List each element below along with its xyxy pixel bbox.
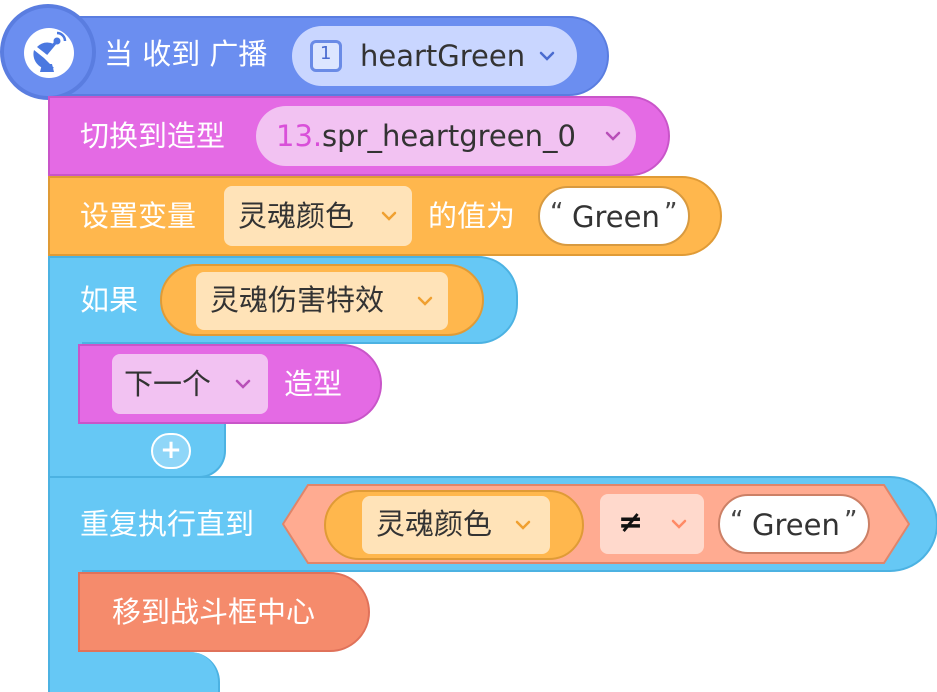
chevron-down-icon — [235, 379, 251, 389]
condition-reporter[interactable]: 灵魂伤害特效 — [160, 264, 484, 336]
broadcast-dropdown[interactable]: 1 heartGreen — [292, 26, 577, 86]
right-value-input[interactable]: “ Green ” — [718, 494, 870, 554]
operator-symbol: ≠ — [618, 505, 644, 540]
go-to-center-block[interactable] — [78, 572, 370, 652]
close-quote: ” — [844, 506, 858, 536]
condition-dropdown[interactable] — [196, 272, 448, 330]
open-quote: “ — [730, 506, 744, 536]
value-text: Green — [572, 200, 660, 234]
value-input[interactable]: “ Green ” — [538, 186, 690, 246]
costume-dropdown[interactable]: 13. spr_heartgreen_0 — [256, 106, 636, 166]
chevron-down-icon — [605, 131, 621, 141]
costume-name: spr_heartgreen_0 — [322, 119, 576, 153]
plus-icon: + — [160, 435, 182, 465]
variable-dropdown[interactable]: 灵魂颜色 — [224, 186, 412, 246]
close-quote: ” — [664, 198, 678, 228]
variable-name: 灵魂颜色 — [238, 199, 355, 233]
open-quote: “ — [550, 198, 564, 228]
chevron-down-icon — [671, 519, 687, 529]
costume-number: 13. — [276, 119, 323, 153]
chevron-down-icon — [539, 51, 555, 61]
right-value-text: Green — [752, 508, 840, 542]
next-option-dropdown[interactable]: 下一个 — [112, 354, 268, 414]
left-variable-name: 灵魂颜色 — [376, 507, 493, 541]
next-costume-label: 造型 — [284, 367, 343, 401]
next-option: 下一个 — [124, 367, 212, 401]
broadcast-value: heartGreen — [360, 39, 526, 73]
switch-costume-label: 切换到造型 — [80, 119, 226, 153]
chevron-down-icon — [417, 296, 433, 306]
hat-label: 当 收到 广播 — [104, 37, 268, 71]
repeat-block-bottom — [48, 652, 220, 692]
set-variable-label: 设置变量 — [80, 199, 197, 233]
condition-variable: 灵魂伤害特效 — [210, 283, 385, 317]
satellite-dish-icon — [24, 28, 74, 78]
left-variable-reporter[interactable]: 灵魂颜色 — [324, 490, 584, 560]
if-label: 如果 — [80, 283, 139, 317]
repeat-until-label: 重复执行直到 — [80, 507, 255, 541]
if-block-bottom — [48, 424, 226, 478]
set-to-label: 的值为 — [428, 199, 516, 233]
broadcast-icon — [310, 40, 342, 72]
go-to-center-label: 移到战斗框中心 — [112, 595, 316, 629]
broadcast-badge: 1 — [320, 43, 332, 64]
add-branch-button[interactable]: + — [151, 433, 191, 469]
chevron-down-icon — [381, 211, 397, 221]
chevron-down-icon — [515, 520, 531, 530]
operator-dropdown[interactable]: ≠ — [600, 494, 704, 554]
